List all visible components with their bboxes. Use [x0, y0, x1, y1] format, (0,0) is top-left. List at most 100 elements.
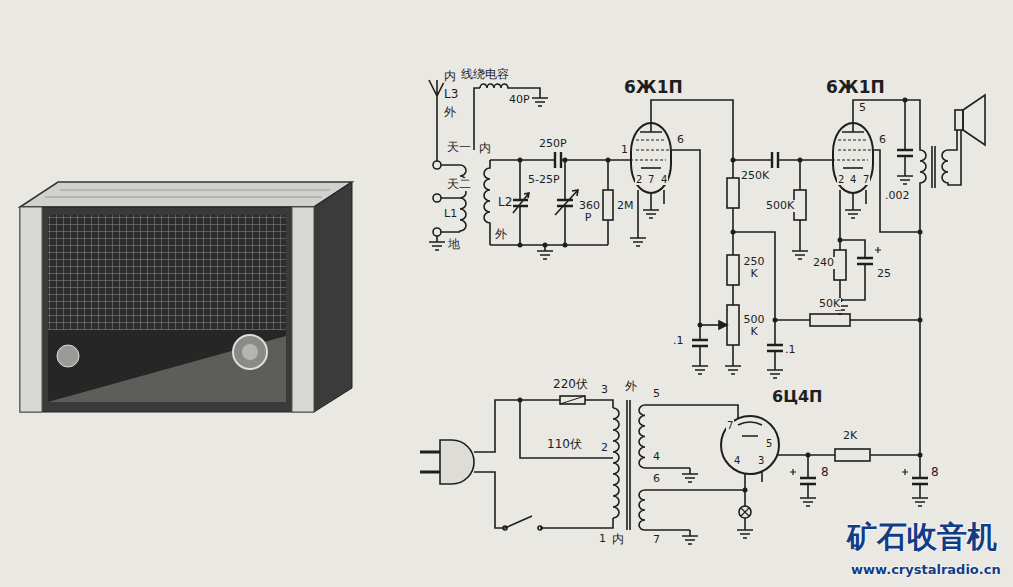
wire	[474, 400, 613, 528]
component-label: 2	[635, 174, 643, 185]
coil-symbol	[613, 408, 619, 518]
cabinet-front	[20, 207, 314, 412]
tube-type: 6Ц4П	[772, 388, 823, 406]
capacitor-symbol	[772, 152, 778, 168]
component-label: 50K	[818, 298, 841, 310]
component-label: L3	[443, 88, 459, 101]
component-label: 7	[647, 174, 655, 185]
lamp-symbol	[741, 508, 749, 516]
component-label: 4	[652, 451, 661, 463]
plug-symbol	[440, 440, 474, 484]
speaker-symbol	[955, 110, 963, 130]
capacitor-symbol	[897, 150, 913, 156]
wire	[733, 159, 832, 161]
tube-type: 6Ж1П	[624, 78, 683, 97]
component-label: 4	[733, 455, 741, 466]
component-label: 250 K	[742, 256, 766, 280]
wire	[775, 319, 920, 321]
radio-illustration	[20, 182, 352, 412]
knob	[233, 335, 267, 369]
wire	[607, 160, 609, 245]
terminal	[433, 194, 441, 202]
terminal	[433, 228, 441, 236]
component-label: 2M	[616, 200, 635, 212]
wiper-arrow	[719, 321, 727, 329]
capacitor-symbol	[767, 345, 783, 351]
wire	[441, 165, 460, 232]
component-label: 3	[757, 455, 765, 466]
component-label: 天一	[446, 141, 472, 154]
component-label: 2K	[842, 430, 858, 442]
component-label: .1	[784, 344, 797, 356]
wire	[672, 150, 700, 360]
knob	[57, 345, 79, 367]
tube-cathode	[843, 167, 863, 169]
component-label: 内	[611, 533, 625, 546]
component-label: 500 K	[742, 314, 766, 338]
component-label: 天二	[446, 178, 472, 191]
coil-symbol	[480, 84, 540, 92]
resistor-symbol	[834, 250, 846, 280]
component-label: 地	[447, 238, 461, 251]
component-label: 40P	[508, 94, 531, 106]
cabinet-top-lines	[45, 190, 330, 197]
component-label: 内	[478, 142, 492, 155]
capacitor-symbol	[555, 152, 561, 168]
capacitor-symbol	[692, 340, 708, 346]
component-label: 250K	[740, 170, 770, 182]
resistor-symbol	[835, 449, 870, 461]
coil-symbol	[484, 160, 490, 245]
component-label: 8	[820, 466, 830, 479]
wire	[874, 150, 920, 232]
switch-symbol	[505, 516, 532, 528]
terminal	[433, 161, 441, 169]
polarity-mark	[875, 247, 881, 253]
wire	[651, 100, 733, 360]
wire	[474, 88, 480, 150]
wire	[799, 160, 801, 245]
capacitor-symbol	[857, 258, 873, 264]
wire	[853, 100, 926, 478]
coil-symbol	[639, 490, 645, 530]
transformer-core	[932, 146, 935, 188]
component-label: 线绕电容	[460, 68, 510, 81]
cabinet-side	[314, 182, 352, 412]
component-label: 3	[600, 384, 609, 396]
wire	[638, 190, 664, 232]
knob	[242, 344, 258, 360]
component-label: L1	[443, 208, 458, 220]
resistor-symbol	[810, 314, 850, 326]
cabinet-strip	[292, 207, 314, 412]
component-label: 6	[878, 134, 887, 146]
transformer-core	[627, 400, 630, 530]
component-label: 240	[812, 257, 835, 269]
tube-electrode	[738, 422, 762, 436]
component-label: 8	[930, 466, 940, 479]
component-label: 5-25P	[527, 174, 561, 186]
speaker-grille	[48, 215, 286, 330]
switch-contact	[538, 526, 542, 530]
lamp-symbol	[739, 506, 751, 518]
component-label: 5	[765, 438, 773, 449]
resistor-symbol	[727, 255, 739, 285]
cabinet-top	[20, 182, 352, 207]
coil-symbol	[460, 165, 466, 232]
dial-glass	[48, 336, 286, 402]
tube-grid	[832, 140, 874, 160]
component-label: 250P	[538, 138, 568, 150]
component-label: 7	[862, 174, 870, 185]
wire	[490, 244, 608, 246]
watermark-text: 矿石收音机	[846, 520, 998, 553]
ground-symbol	[429, 92, 928, 544]
polarity-mark	[790, 469, 908, 475]
resistor-symbol	[603, 190, 613, 220]
component-label: 外	[494, 228, 508, 241]
junction-dots	[518, 98, 923, 493]
component-label: L2	[497, 196, 513, 209]
tube-cathode	[641, 167, 661, 169]
coil-symbol	[942, 130, 961, 185]
component-label: 内	[443, 70, 457, 83]
variable-arrow	[513, 190, 578, 215]
fuse-symbol	[560, 396, 585, 404]
